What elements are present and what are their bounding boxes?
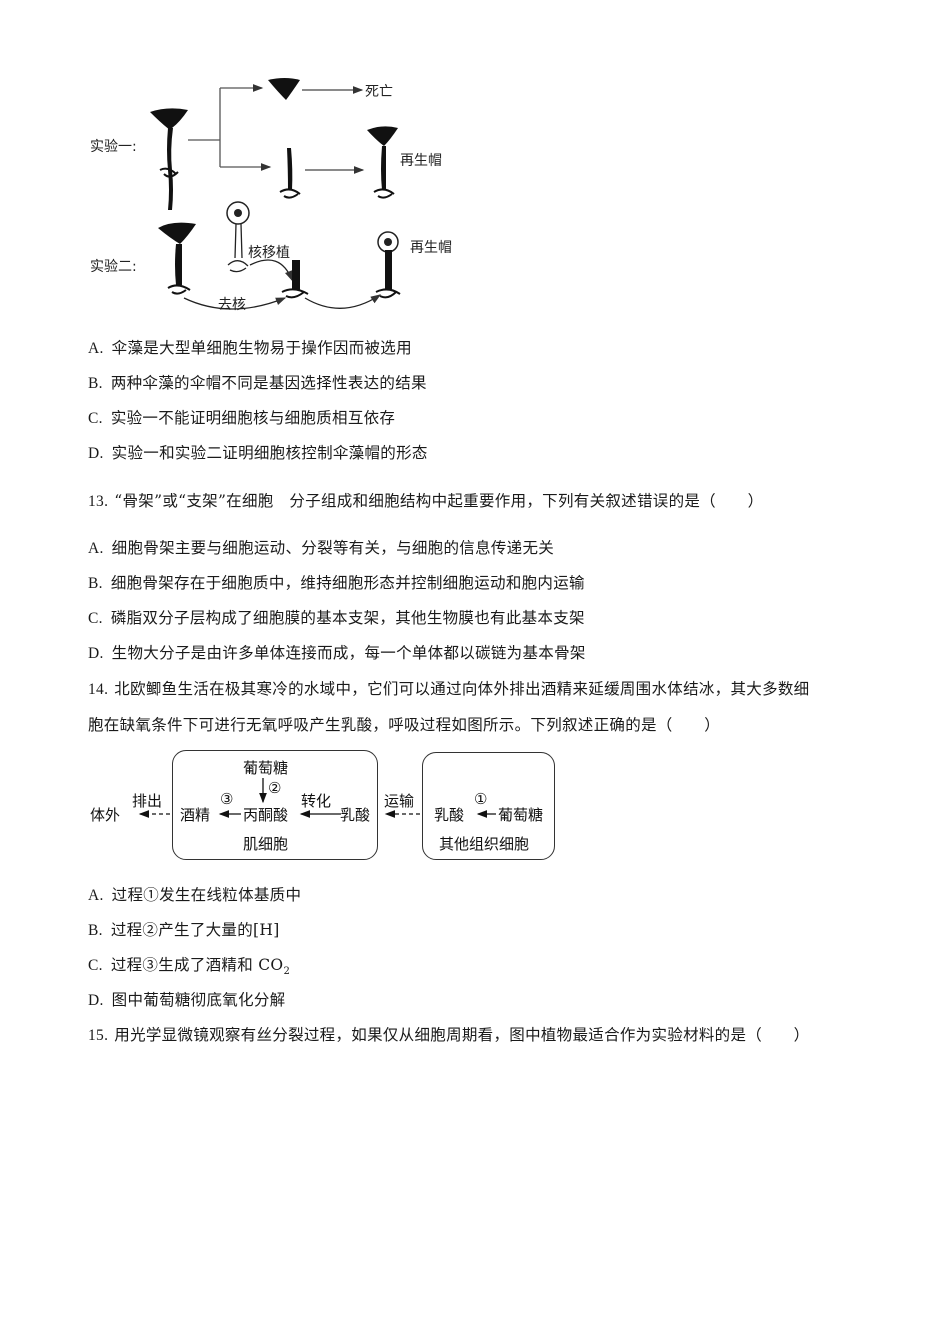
q14-option-c: C.过程③生成了酒精和 CO2 — [88, 956, 291, 978]
muscle-cell-box — [172, 750, 378, 860]
exp2-label: 实验二: — [90, 259, 137, 275]
exp2-regen-label: 再生帽 — [410, 240, 452, 256]
other-cells-box — [422, 752, 555, 860]
q13-option-b: B.细胞骨架存在于细胞质中，维持细胞形态并控制细胞运动和胞内运输 — [88, 574, 585, 592]
glucose-other-label: 葡萄糖 — [498, 806, 544, 824]
q13-stem: 13.“骨架”或“支架”在细胞 分子组成和细胞结构中起重要作用，下列有关叙述错误… — [88, 492, 764, 510]
step1-label: ① — [474, 790, 488, 808]
diagram-arrows-icon — [138, 778, 496, 818]
q14-option-a: A.过程①发生在线粒体基质中 — [88, 886, 302, 904]
q12-option-b: B.两种伞藻的伞帽不同是基因选择性表达的结果 — [88, 374, 427, 392]
exp1-death-label: 死亡 — [365, 84, 393, 100]
q13-option-a: A.细胞骨架主要与细胞运动、分裂等有关，与细胞的信息传递无关 — [88, 539, 555, 557]
acetabularia-diagram-icon — [150, 78, 401, 310]
exp2-remove-label: 去核 — [218, 297, 246, 313]
q14-stem-line1: 14.北欧鲫鱼生活在极其寒冷的水域中，它们可以通过向体外排出酒精来延缓周围水体结… — [88, 680, 810, 698]
q12-option-a: A.伞藻是大型单细胞生物易于操作因而被选用 — [88, 339, 412, 357]
q12-option-c: C.实验一不能证明细胞核与细胞质相互依存 — [88, 409, 396, 427]
acetabularia-figure: 实验一: 死亡 再生帽 实验二: 核移植 去核 再生帽 — [80, 70, 480, 320]
q14-option-b: B.过程②产生了大量的[H] — [88, 921, 280, 939]
step2-label: ② — [268, 779, 282, 797]
q12-option-d: D.实验一和实验二证明细胞核控制伞藻帽的形态 — [88, 444, 428, 462]
exp1-regen-label: 再生帽 — [400, 153, 442, 169]
respiration-diagram: 体外 排出 酒精 ③ 丙酮酸 葡萄糖 ② 转化 乳酸 肌细胞 运输 乳酸 ① 葡… — [88, 748, 558, 863]
outside-label: 体外 — [90, 806, 121, 824]
q15-stem: 15.用光学显微镜观察有丝分裂过程，如果仅从细胞周期看，图中植物最适合作为实验材… — [88, 1026, 810, 1044]
transport-label: 运输 — [384, 792, 415, 810]
alcohol-label: 酒精 — [180, 806, 211, 824]
exp2-transplant-label: 核移植 — [248, 245, 290, 261]
pyruvate-label: 丙酮酸 — [243, 806, 289, 824]
exp1-label: 实验一: — [90, 139, 137, 155]
excrete-label: 排出 — [132, 792, 163, 810]
step3-label: ③ — [220, 790, 234, 808]
glucose-muscle-label: 葡萄糖 — [243, 759, 289, 777]
q13-option-c: C.磷脂双分子层构成了细胞膜的基本支架，其他生物膜也有此基本支架 — [88, 609, 585, 627]
other-cells-label: 其他组织细胞 — [439, 835, 530, 853]
q13-option-d: D.生物大分子是由许多单体连接而成，每一个单体都以碳链为基本骨架 — [88, 644, 586, 662]
lactate-other-label: 乳酸 — [434, 806, 465, 824]
lactate-muscle-label: 乳酸 — [340, 806, 371, 824]
q14-stem-line2: 胞在缺氧条件下可进行无氧呼吸产生乳酸，呼吸过程如图所示。下列叙述正确的是（ ） — [88, 716, 721, 734]
convert-label: 转化 — [301, 792, 332, 810]
muscle-cell-label: 肌细胞 — [243, 835, 289, 853]
q14-option-d: D.图中葡萄糖彻底氧化分解 — [88, 991, 286, 1009]
